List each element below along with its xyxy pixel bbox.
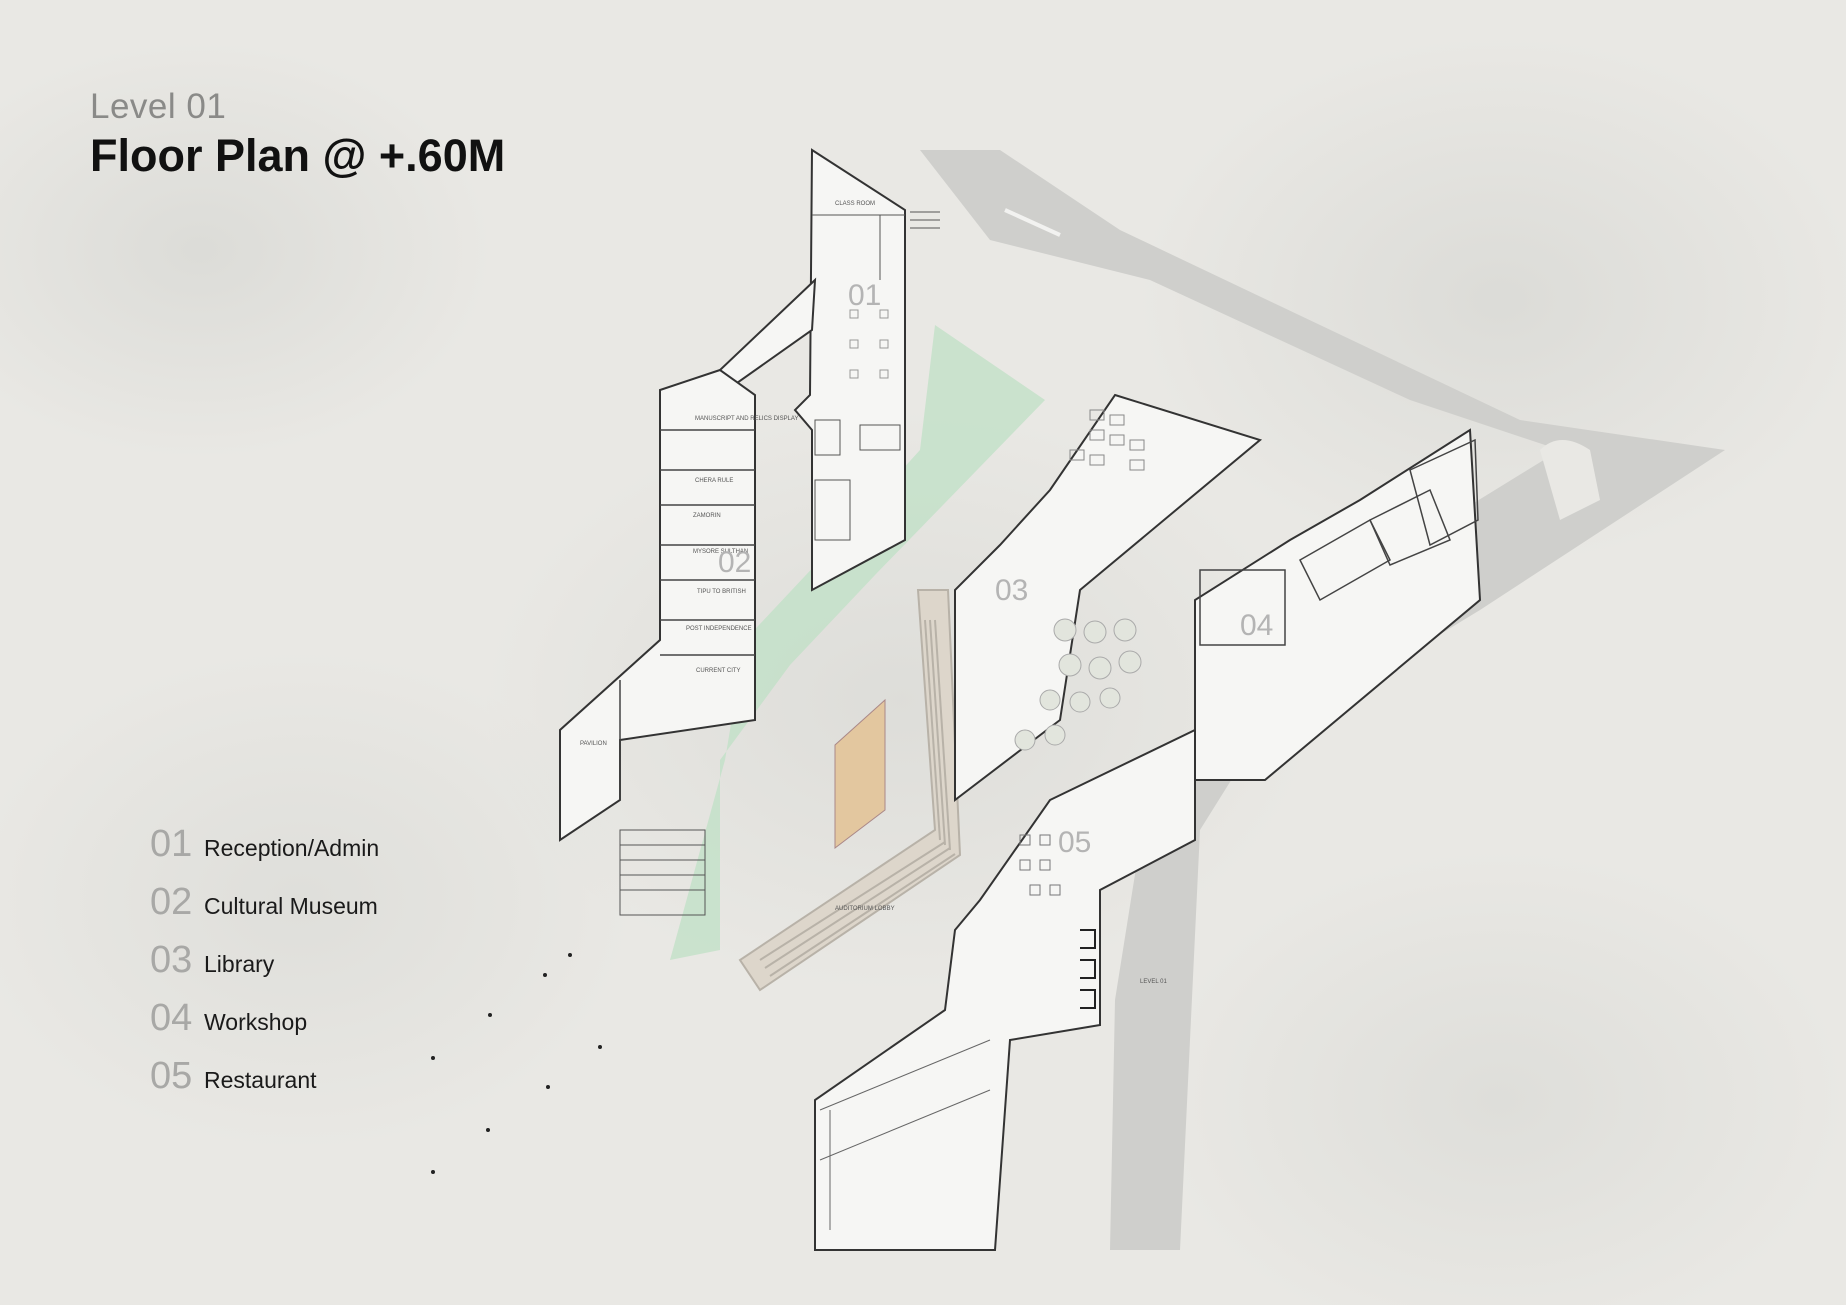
legend-label: Reception/Admin xyxy=(204,835,380,861)
legend-number: 02 xyxy=(150,881,193,923)
legend-label: Library xyxy=(204,951,275,977)
label-auditorium: AUDITORIUM LOBBY xyxy=(835,906,895,912)
label-tipu: TIPU TO BRITISH xyxy=(697,589,746,595)
legend-number: 03 xyxy=(150,939,193,981)
legend-label: Restaurant xyxy=(204,1067,317,1093)
zone-label-02: 02 xyxy=(718,546,751,579)
central-court xyxy=(834,698,886,850)
legend-label: Workshop xyxy=(204,1009,308,1035)
building-reception: CLASS ROOM xyxy=(793,148,940,592)
label-zamorin: ZAMORIN xyxy=(693,513,721,519)
walkway-markers xyxy=(431,953,602,1174)
zone-label-01: 01 xyxy=(848,279,881,312)
green-landscape xyxy=(670,325,1045,960)
legend-number: 05 xyxy=(150,1055,193,1097)
building-restaurant: AUDITORIUM LOBBY LEVEL 01 xyxy=(814,728,1196,1251)
zone-label-04: 04 xyxy=(1240,609,1273,642)
label-mysore: MYSORE SULTHAN xyxy=(693,549,748,555)
zone-label-03: 03 xyxy=(995,574,1028,607)
legend-number: 01 xyxy=(150,823,193,865)
label-current: CURRENT CITY xyxy=(696,668,741,674)
amphitheatre-steps xyxy=(738,589,962,992)
building-workshop xyxy=(1194,428,1482,781)
legend-item: 01 Reception/Admin xyxy=(150,825,379,883)
page-title: Floor Plan @ +.60M xyxy=(90,129,506,181)
building-museum: MANUSCRIPT AND RELICS DISPLAY CHERA RULE… xyxy=(559,277,817,916)
label-manuscript: MANUSCRIPT AND RELICS DISPLAY xyxy=(695,416,798,422)
legend-item: 03 Library xyxy=(150,941,379,999)
legend-label: Cultural Museum xyxy=(204,893,378,919)
legend: 01 Reception/Admin 02 Cultural Museum 03… xyxy=(150,825,379,1115)
zone-label-05: 05 xyxy=(1058,826,1091,859)
title-block: Level 01 Floor Plan @ +.60M xyxy=(90,87,506,181)
road-marking xyxy=(1004,208,1061,237)
building-library xyxy=(954,393,1263,803)
legend-number: 04 xyxy=(150,997,193,1039)
level-subtitle: Level 01 xyxy=(90,87,227,126)
label-post: POST INDEPENDENCE xyxy=(686,626,752,632)
label-chera: CHERA RULE xyxy=(695,478,733,484)
legend-item: 04 Workshop xyxy=(150,999,379,1057)
svg-text:CLASS ROOM: CLASS ROOM xyxy=(835,201,875,207)
label-level-marker: LEVEL 01 xyxy=(1140,979,1167,985)
legend-item: 02 Cultural Museum xyxy=(150,883,379,941)
label-pavilion: PAVILION xyxy=(580,741,607,747)
legend-item: 05 Restaurant xyxy=(150,1057,379,1115)
